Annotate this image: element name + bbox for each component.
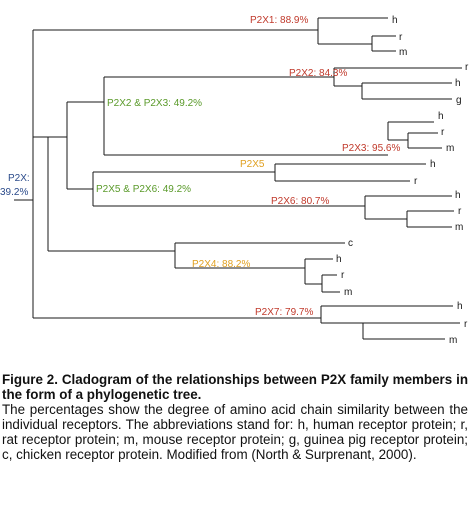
leaf-p2x3-r: r xyxy=(441,127,445,138)
group-label-p2x2-p2x3: P2X2 & P2X3: 49.2% xyxy=(107,98,202,109)
caption-title: Figure 2. Cladogram of the relationships… xyxy=(2,372,468,402)
phylogenetic-tree: P2X: 39.2% P2X1: 88.9% P2X2 & P2X3: 49.2… xyxy=(0,15,469,346)
leaf-p2x1-m: m xyxy=(399,47,407,58)
group-label-p2x6: P2X6: 80.7% xyxy=(271,196,329,207)
group-label-p2x5: P2X5 xyxy=(240,159,265,170)
leaf-p2x6-h: h xyxy=(455,190,461,201)
group-label-p2x7: P2X7: 79.7% xyxy=(255,307,313,318)
leaf-p2x6-m: m xyxy=(455,222,463,233)
leaf-p2x7-r: r xyxy=(464,319,468,330)
leaf-p2x1-h: h xyxy=(392,15,398,26)
tree-branches xyxy=(14,17,462,340)
figure-caption: Figure 2. Cladogram of the relationships… xyxy=(2,372,468,462)
leaf-p2x2-h: h xyxy=(455,78,461,89)
leaf-p2x3-h: h xyxy=(438,111,444,122)
group-label-p2x3: P2X3: 95.6% xyxy=(342,143,400,154)
group-label-p2x4: P2X4: 88.2% xyxy=(192,259,250,270)
leaf-p2x6-r: r xyxy=(458,206,462,217)
leaf-p2x4-outgroup-c: c xyxy=(348,238,353,249)
leaf-p2x5-h: h xyxy=(430,159,436,170)
leaf-p2x2-r: r xyxy=(465,62,469,73)
root-percent: 39.2% xyxy=(0,187,28,198)
leaf-p2x1-r: r xyxy=(399,32,403,43)
leaf-p2x4-m: m xyxy=(344,287,352,298)
caption-body: The percentages show the degree of amino… xyxy=(2,402,468,462)
leaf-p2x4-r: r xyxy=(341,270,345,281)
leaf-p2x2-g: g xyxy=(456,95,462,106)
leaf-p2x7-m: m xyxy=(449,335,457,346)
group-label-p2x2: P2X2: 84.3% xyxy=(289,68,347,79)
leaf-p2x3-m: m xyxy=(446,143,454,154)
leaf-p2x7-h: h xyxy=(457,301,463,312)
group-label-p2x1: P2X1: 88.9% xyxy=(250,15,308,26)
group-label-p2x5-p2x6: P2X5 & P2X6: 49.2% xyxy=(96,184,191,195)
leaf-p2x5-r: r xyxy=(414,176,418,187)
root-label: P2X: xyxy=(8,173,30,184)
leaf-p2x4-h: h xyxy=(336,254,342,265)
